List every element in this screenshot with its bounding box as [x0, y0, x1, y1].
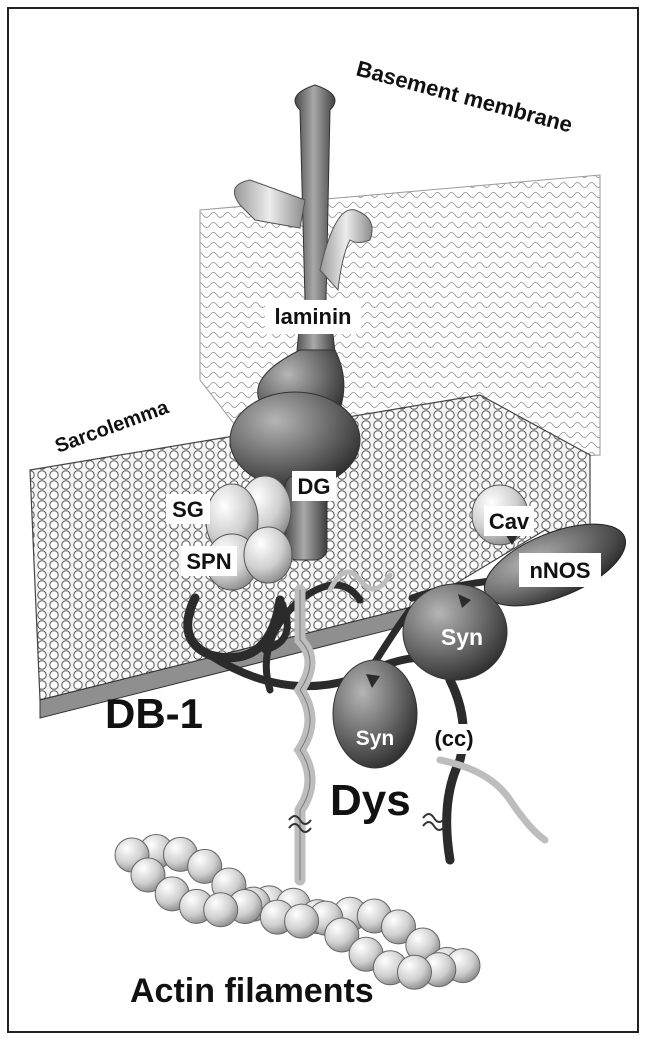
cav-label: Cav — [489, 509, 530, 534]
label-sg: SG — [166, 494, 210, 524]
nnos-label: nNOS — [529, 558, 590, 583]
label-cav: Cav — [484, 506, 534, 536]
dg-label: DG — [298, 474, 331, 499]
syn-center-label: Syn — [356, 727, 395, 750]
actin-bead — [285, 904, 319, 938]
label-dg: DG — [292, 471, 336, 501]
actin-bead — [204, 893, 238, 927]
label-spn: SPN — [181, 546, 237, 576]
actin-bead — [398, 955, 432, 989]
laminin-label: laminin — [274, 304, 351, 329]
db1-label: DB-1 — [105, 690, 203, 737]
spn-label: SPN — [186, 549, 231, 574]
label-nnos: nNOS — [519, 553, 601, 587]
label-laminin: laminin — [265, 300, 361, 334]
actin-filaments-label: Actin filaments — [130, 972, 374, 1010]
cc-label: (cc) — [434, 726, 473, 751]
syn-right-label: Syn — [441, 624, 483, 650]
sarcolemma-label: Sarcolemma — [52, 396, 172, 458]
label-cc: (cc) — [426, 724, 482, 754]
sg-label: SG — [172, 497, 204, 522]
basement-membrane-label: Basement membrane — [354, 56, 575, 138]
dys-label: Dys — [330, 776, 411, 825]
